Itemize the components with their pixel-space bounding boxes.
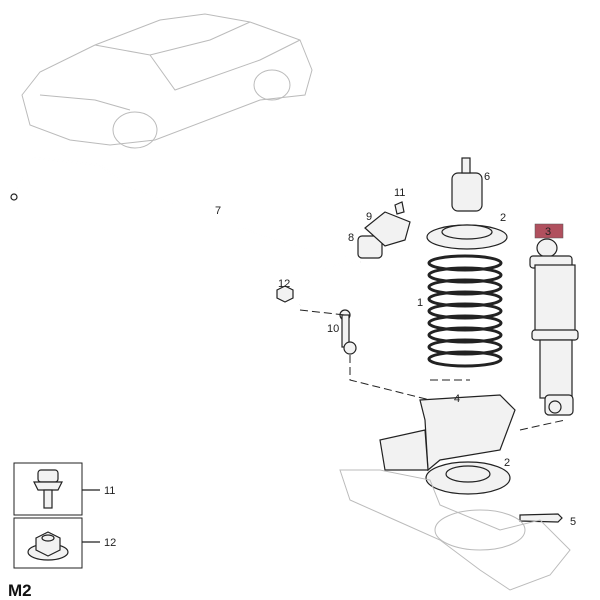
spring-seat-upper-2[interactable] bbox=[426, 224, 508, 250]
bushing-8[interactable] bbox=[357, 235, 383, 259]
legend-item-11: 11 bbox=[13, 462, 115, 516]
legend-label-11: 11 bbox=[104, 485, 115, 497]
callout-9: 9 bbox=[366, 211, 372, 223]
callout-12: 12 bbox=[278, 278, 290, 290]
bracket-4[interactable] bbox=[419, 394, 516, 472]
legend-item-12: 12 bbox=[13, 517, 116, 569]
callout-2-upper: 2 bbox=[500, 212, 506, 224]
spring-coil bbox=[427, 254, 503, 272]
shock-absorber-3[interactable] bbox=[529, 238, 579, 416]
legend-label-12: 12 bbox=[104, 537, 116, 549]
callout-2-lower: 2 bbox=[504, 457, 510, 469]
spring-coil bbox=[427, 302, 503, 320]
bump-stop-6[interactable] bbox=[451, 157, 483, 212]
lower-control-arm bbox=[339, 469, 571, 591]
bracket-4-flap bbox=[379, 429, 429, 471]
bracket-9[interactable] bbox=[364, 211, 411, 247]
callout-5: 5 bbox=[570, 516, 576, 528]
callout-4: 4 bbox=[454, 393, 460, 405]
nut-12[interactable] bbox=[276, 285, 294, 303]
callout-3: 3 bbox=[545, 226, 551, 238]
spring-coil bbox=[427, 326, 503, 344]
diagram-id: M2 bbox=[8, 581, 32, 600]
highlight-box-3 bbox=[534, 223, 564, 239]
callout-11: 11 bbox=[394, 187, 405, 199]
spring-coil bbox=[427, 338, 503, 356]
spring-coil bbox=[427, 290, 503, 308]
vehicle-illustration bbox=[21, 13, 313, 149]
callout-6: 6 bbox=[484, 171, 490, 183]
spring-coil bbox=[427, 350, 503, 368]
link-10[interactable] bbox=[339, 309, 357, 355]
callout-7: 7 bbox=[215, 205, 221, 217]
spring-coil bbox=[427, 314, 503, 332]
stabilizer-bar bbox=[10, 156, 361, 306]
callout-10: 10 bbox=[327, 323, 339, 335]
coil-spring-1[interactable] bbox=[427, 254, 503, 368]
spring-coil bbox=[427, 266, 503, 284]
callout-1: 1 bbox=[417, 297, 423, 309]
bolt-5[interactable] bbox=[519, 513, 563, 523]
spring-seat-lower-2[interactable] bbox=[425, 461, 511, 495]
spring-coil bbox=[427, 278, 503, 296]
callout-8: 8 bbox=[348, 232, 354, 244]
bolt-11[interactable] bbox=[394, 201, 405, 215]
